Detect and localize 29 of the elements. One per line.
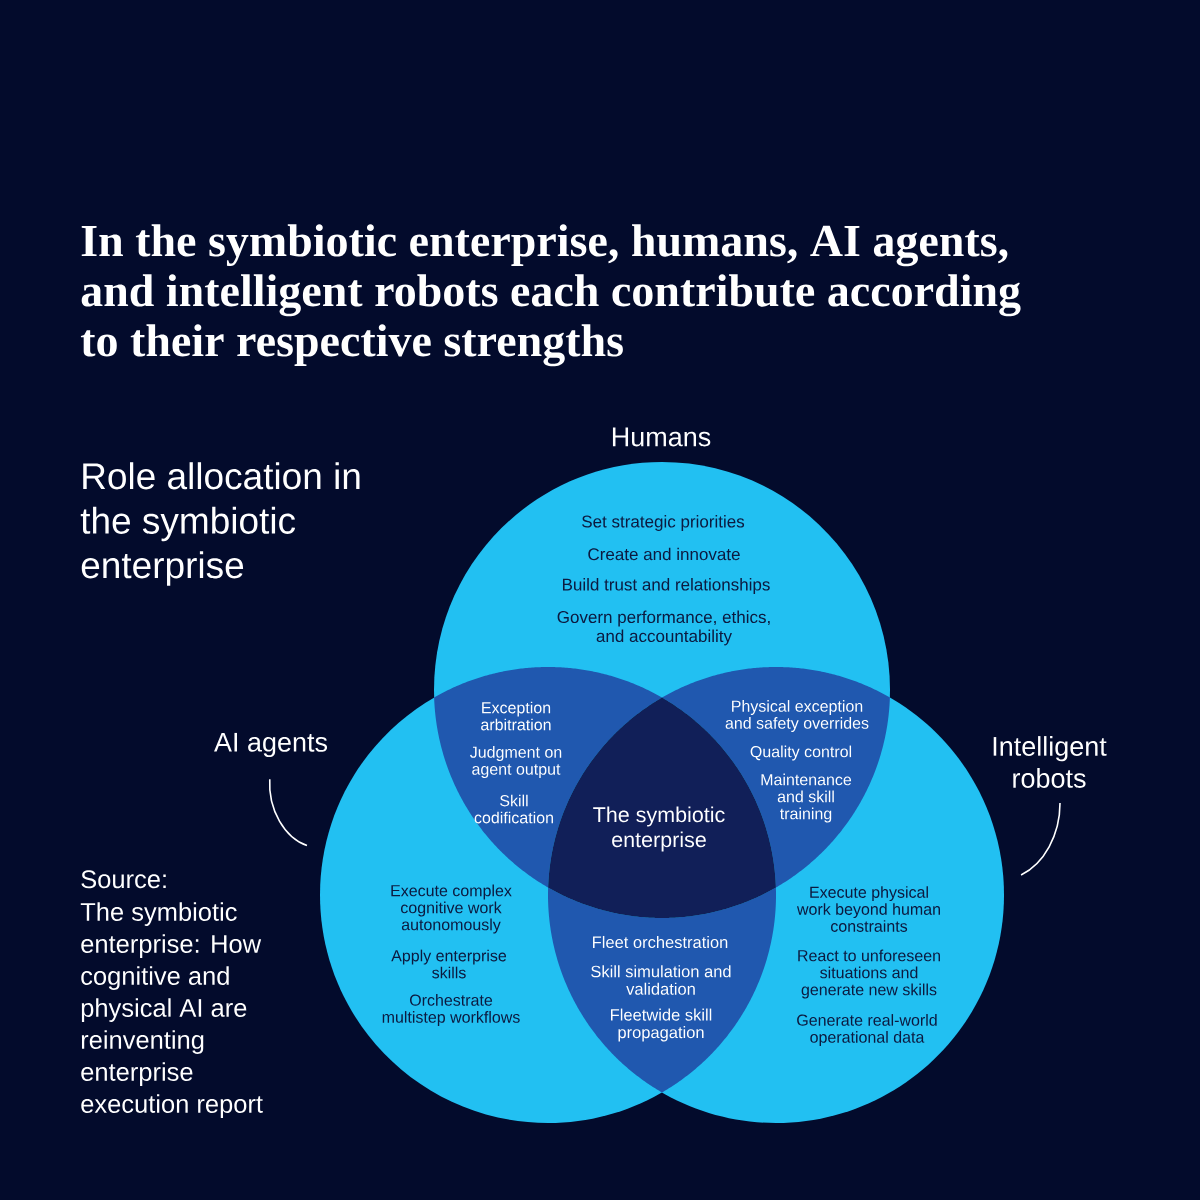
- center-label: The symbiotic enterprise: [593, 806, 725, 852]
- role-text: Orchestrate multistep workflows: [382, 994, 520, 1026]
- circle-label: Humans: [612, 427, 711, 447]
- role-text: Execute physical work beyond human constraints: [796, 886, 940, 932]
- role-text: Govern performance, ethics, and accountability: [557, 610, 770, 646]
- role-text: Exception arbitration: [481, 701, 551, 731]
- role-text: Skill codification: [474, 794, 553, 824]
- title: In the symbiotic enterprise, humans, AI agents, and intelligent robots each contribute according to their respective strengths: [80, 224, 1021, 367]
- role-text: Set strategic priorities: [582, 515, 745, 531]
- source-note: The symbiotic enterprise: How cognitive and physical AI are reinventing enterprise execution report: [80, 902, 263, 1118]
- role-text: Quality control: [750, 745, 852, 761]
- circle-label: Intelligent robots: [993, 736, 1107, 788]
- leader-line: [1020, 802, 1061, 876]
- role-text: Maintenance and skill training: [761, 773, 852, 823]
- role-text: Fleet orchestration: [593, 935, 728, 949]
- circle-label: AI agents: [214, 732, 328, 758]
- leader-line: [268, 778, 308, 847]
- role-text: Generate real-world operational data: [797, 1014, 937, 1046]
- subtitle: Role allocation in the symbiotic enterprise: [80, 462, 360, 586]
- role-text: Fleetwide skill propagation: [611, 1008, 712, 1042]
- source-note: Source:: [81, 870, 166, 889]
- role-text: Judgment on agent output: [470, 746, 562, 778]
- role-text: Execute complex cognitive work autonomously: [391, 884, 512, 934]
- role-text: Physical exception and safety overrides: [725, 700, 869, 732]
- role-text: React to unforeseen situations and generate new skills: [798, 949, 940, 999]
- role-text: Build trust and relationships: [563, 578, 770, 594]
- role-text: Skill simulation and validation: [591, 965, 731, 995]
- role-text: Apply enterprise skills: [391, 949, 507, 979]
- role-text: Create and innovate: [588, 547, 740, 561]
